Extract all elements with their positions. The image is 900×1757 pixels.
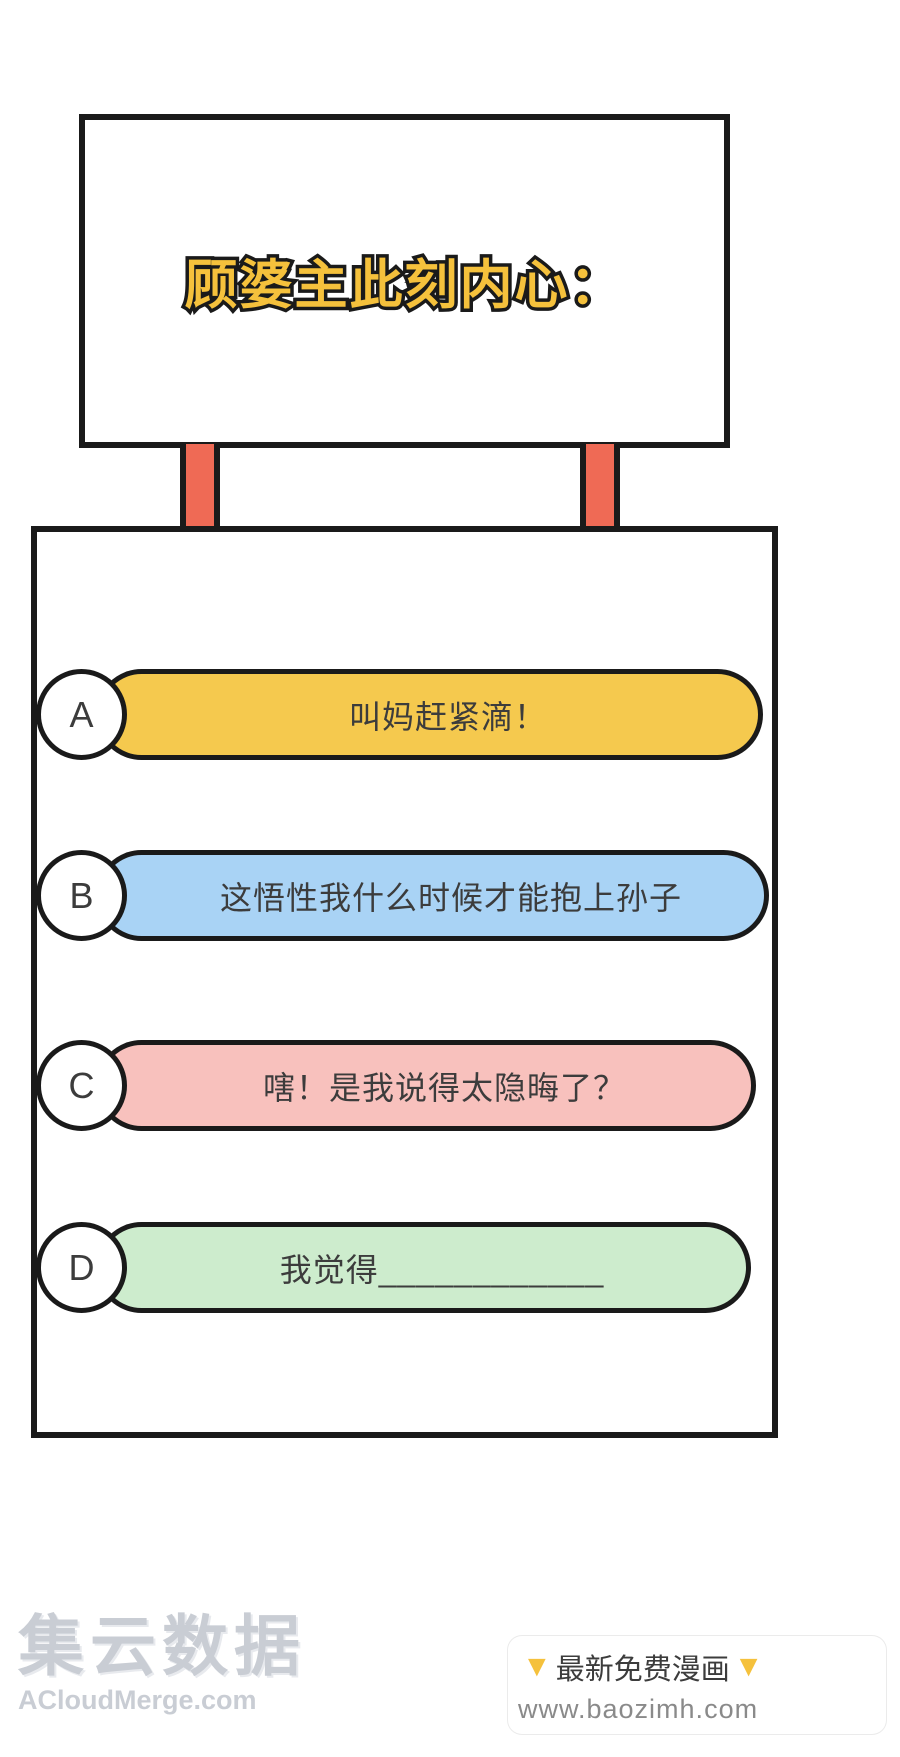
option-label-b: 这悟性我什么时候才能抱上孙子 <box>219 879 682 916</box>
option-label-c: 嗐！是我说得太隐晦了？ <box>262 1069 626 1106</box>
connector-leg-right <box>580 444 620 540</box>
arrow-down-right-icon: ▼ <box>733 1649 764 1683</box>
watermark-right-label: 最新免费漫画 <box>555 1653 730 1686</box>
title-board: 顾婆主此刻内心： <box>79 114 730 448</box>
option-bar-d[interactable]: 我觉得____________ <box>96 1222 751 1313</box>
watermark-left: 集云数据 ACloudMerge.com <box>18 1613 358 1733</box>
option-label-d: 我觉得____________ <box>279 1251 605 1288</box>
option-label-a: 叫妈赶紧滴！ <box>348 698 547 735</box>
watermark-right-url: www.baozimh.com <box>518 1693 759 1724</box>
page-title: 顾婆主此刻内心： <box>181 253 626 319</box>
watermark-right-row: ▼ 最新免费漫画 ▼ <box>518 1646 886 1688</box>
option-letter-b: B <box>36 850 127 941</box>
option-bar-b[interactable]: 这悟性我什么时候才能抱上孙子 <box>96 850 769 941</box>
option-bar-a[interactable]: 叫妈赶紧滴！ <box>96 669 763 760</box>
option-letter-c: C <box>36 1040 127 1131</box>
option-letter-d: D <box>36 1222 127 1313</box>
watermark-left-sub: ACloudMerge.com <box>18 1685 257 1715</box>
option-bar-c[interactable]: 嗐！是我说得太隐晦了？ <box>96 1040 756 1131</box>
connector-leg-left <box>180 444 220 540</box>
watermark-left-main: 集云数据 <box>18 1609 306 1683</box>
watermark-right: ▼ 最新免费漫画 ▼ www.baozimh.com <box>508 1636 886 1734</box>
option-letter-a: A <box>36 669 127 760</box>
arrow-down-left-icon: ▼ <box>522 1649 552 1683</box>
